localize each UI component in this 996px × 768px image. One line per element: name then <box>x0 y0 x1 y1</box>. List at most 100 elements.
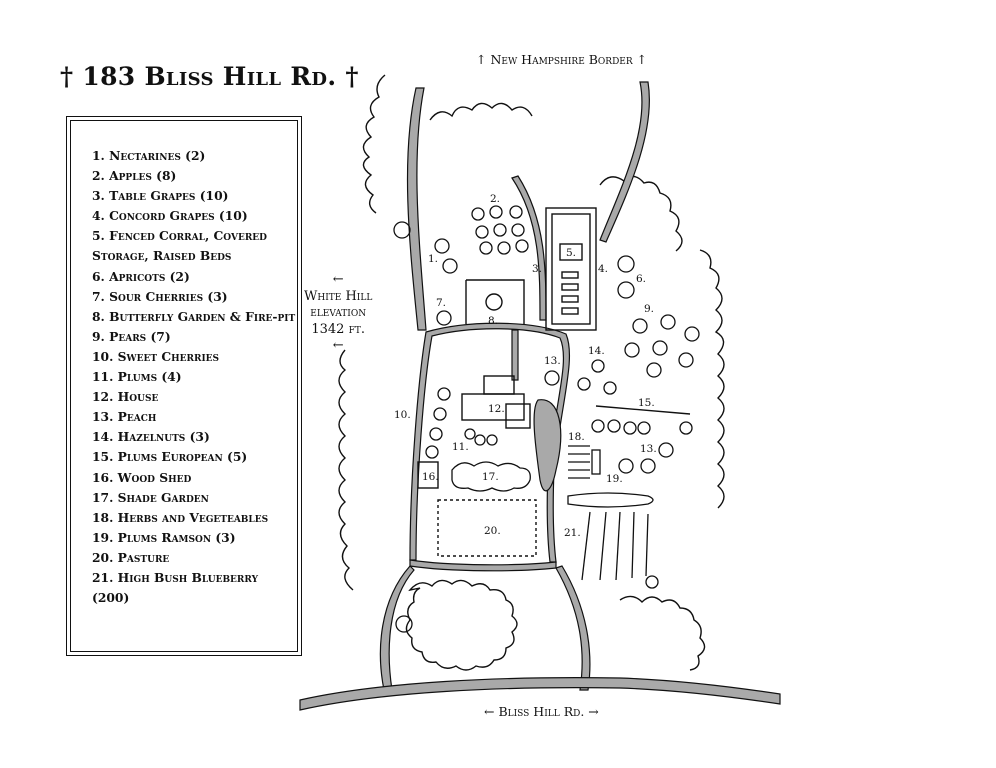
tree <box>679 421 693 435</box>
road-north-west <box>406 87 427 331</box>
tree <box>509 205 523 219</box>
canopy-east-bottom <box>619 595 706 671</box>
shade-garden <box>451 461 531 492</box>
blueberry-row <box>567 492 654 508</box>
pond-area <box>533 399 562 492</box>
white-hill-name: White Hill <box>304 288 373 304</box>
tree <box>395 615 413 633</box>
legend-item: 4. Concord Grapes (10) <box>92 208 248 224</box>
map-label: 9. <box>644 303 654 315</box>
tree <box>393 221 411 239</box>
new-hampshire-border-label: ↑ New Hampshire Border ↑ <box>476 52 648 67</box>
map-label: 18. <box>568 431 585 443</box>
legend-box: 1. Nectarines (2) 2. Apples (8) 3. Table… <box>66 116 302 656</box>
legend-item: 3. Table Grapes (10) <box>92 188 229 204</box>
map-label: 13. <box>544 355 561 367</box>
canopy-north <box>429 102 533 121</box>
plum-row-line <box>595 405 691 415</box>
map-label: 16. <box>422 471 439 483</box>
road-spine <box>511 329 519 381</box>
legend-item: 10. Sweet Cherries <box>92 348 220 364</box>
white-hill-height: 1342 ft. <box>311 321 365 337</box>
tree <box>515 239 529 253</box>
house-part <box>505 403 531 429</box>
map-label: 11. <box>452 441 469 453</box>
legend-item: 19. Plums Ramson (3) <box>92 529 236 545</box>
tree <box>511 223 525 237</box>
corral-inner <box>551 213 591 325</box>
road-crossing <box>409 559 557 572</box>
tree <box>658 442 674 458</box>
map-label: 3. <box>532 263 542 275</box>
tree <box>434 238 450 254</box>
tree-symbols <box>393 205 700 633</box>
tree-canopy-outlines <box>338 74 725 671</box>
tree <box>617 255 635 273</box>
map-label: 7. <box>436 297 446 309</box>
map-label: 6. <box>636 273 646 285</box>
legend-item: 8. Butterfly Garden & Fire-pit <box>92 308 296 324</box>
tree <box>684 326 700 342</box>
tree <box>618 458 634 474</box>
legend-item: 15. Plums European (5) <box>92 449 248 465</box>
raised-bed <box>561 307 579 315</box>
tree <box>479 241 493 255</box>
butterfly-garden-fence <box>465 279 525 324</box>
map-title: † 183 Bliss Hill Rd. † <box>60 62 359 91</box>
tree <box>617 281 635 299</box>
legend-list: 1. Nectarines (2) 2. Apples (8) 3. Table… <box>71 121 297 608</box>
map-label: 20. <box>484 525 501 537</box>
tree <box>464 428 476 440</box>
map-label: 8. <box>488 315 498 327</box>
tree <box>433 407 447 421</box>
map-label: 4. <box>598 263 608 275</box>
tree <box>493 223 507 237</box>
tree <box>660 314 676 330</box>
map-label: 21. <box>564 527 581 539</box>
legend-item: 6. Apricots (2) <box>92 268 190 284</box>
corral-fence <box>545 207 597 331</box>
map-label: 14. <box>588 345 605 357</box>
canopy-west-edge <box>362 74 386 214</box>
plantings <box>451 445 659 589</box>
raised-bed <box>561 295 579 303</box>
legend-item: 2. Apples (8) <box>92 168 177 184</box>
canopy-east <box>699 249 725 509</box>
map-label: 19. <box>606 473 623 485</box>
tree <box>607 419 621 433</box>
tree <box>591 419 605 433</box>
tree <box>577 377 591 391</box>
canopy-south-blob <box>405 579 518 671</box>
house-part <box>483 375 515 395</box>
legend-item: 13. Peach <box>92 409 157 425</box>
map-number-labels: 1. 2. 3. 4. 5. 6. 7. 8. 9. 10. 11. 12. 1… <box>394 193 657 539</box>
bliss-hill-road-label: ← Bliss Hill Rd. → <box>484 704 599 719</box>
blueberry-row <box>599 511 607 581</box>
tree <box>425 445 439 459</box>
tree <box>624 342 640 358</box>
blueberry-row <box>631 511 635 579</box>
tree <box>486 434 498 446</box>
map-label: 10. <box>394 409 411 421</box>
blueberry-row <box>645 513 649 577</box>
road-center <box>511 175 547 321</box>
map-label: 13. <box>640 443 657 455</box>
legend-item: 16. Wood Shed <box>92 469 192 485</box>
herb-bed-block <box>591 449 601 475</box>
map-label: 5. <box>566 247 576 259</box>
tree <box>497 241 511 255</box>
legend-item: 7. Sour Cherries (3) <box>92 288 228 304</box>
blueberry-row <box>581 511 591 581</box>
legend-item: 17. Shade Garden <box>92 489 209 505</box>
tree <box>436 310 452 326</box>
white-hill-label: ← White Hill elevation 1342 ft. ← <box>304 272 372 355</box>
tree <box>637 421 651 435</box>
legend-item: 5. Fenced Corral, Covered Storage, Raise… <box>92 228 267 264</box>
tree <box>437 387 451 401</box>
tree <box>646 362 662 378</box>
tree <box>603 381 617 395</box>
herb-bed <box>568 445 590 479</box>
pasture <box>437 499 537 557</box>
canopy-west-lower <box>338 349 354 591</box>
